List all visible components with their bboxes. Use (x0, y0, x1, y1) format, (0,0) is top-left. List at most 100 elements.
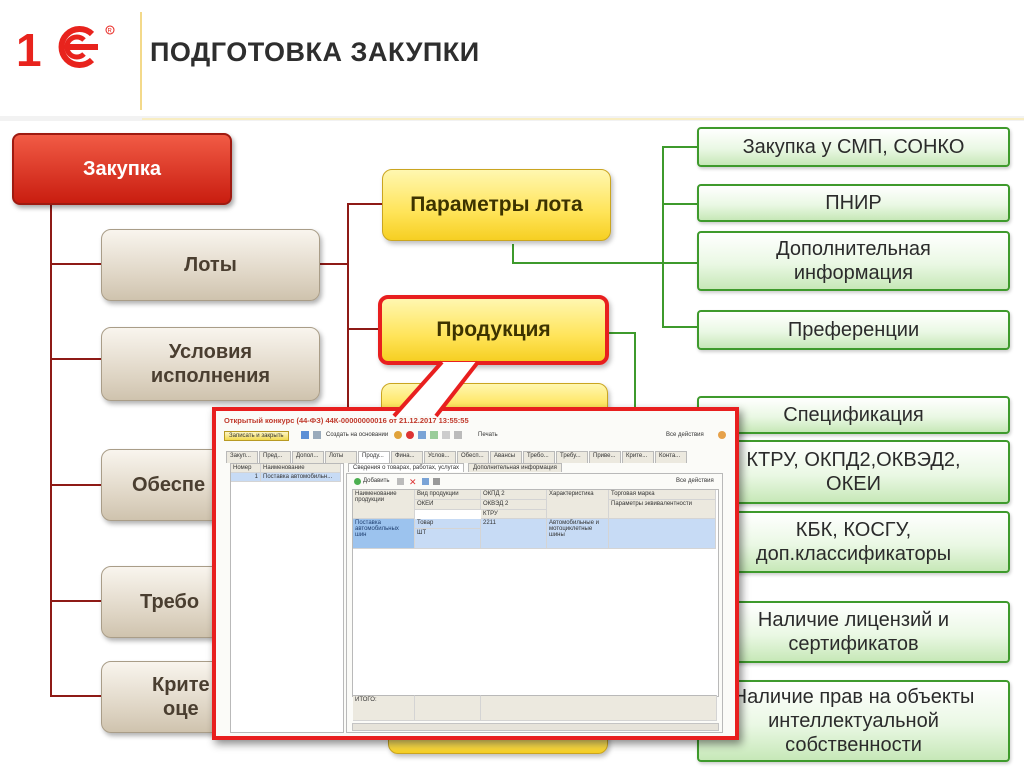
connector (662, 146, 698, 148)
save-close-button[interactable]: Записать и закрыть (224, 431, 289, 441)
connector (347, 203, 349, 413)
lots-table (230, 463, 344, 733)
lots-header-number: Номер (231, 464, 261, 473)
create-based-button[interactable]: Создать на основании (326, 432, 389, 438)
spec-header-okei: ОКЕИ (415, 500, 481, 510)
connector (512, 244, 514, 264)
tab[interactable]: Крите... (622, 451, 654, 463)
node-pnir: ПНИР (697, 184, 1010, 222)
tab[interactable]: Авансы (490, 451, 522, 463)
connector (634, 332, 636, 412)
lots-row-number[interactable]: 1 (231, 473, 261, 482)
spec-header-equiv: Параметры эквивалентности (609, 500, 716, 519)
connector (320, 263, 348, 265)
subtab-goods[interactable]: Сведения о товарах, работах, услугах (348, 463, 465, 472)
up-icon[interactable] (422, 478, 429, 485)
tree-trunk-line (50, 205, 52, 697)
structure-icon[interactable] (418, 431, 426, 439)
spec-header-okved: ОКВЭД 2 (481, 500, 547, 510)
header-divider (140, 12, 142, 110)
connector (50, 600, 102, 602)
node-lot-params: Параметры лота (382, 169, 611, 241)
tab[interactable]: Приве... (589, 451, 621, 463)
spec-row-char[interactable]: Автомобильные и мотоциклетные шины (547, 519, 609, 549)
connector (608, 332, 636, 334)
lots-header-name: Наименование (261, 464, 341, 473)
cancel-icon[interactable] (406, 431, 414, 439)
node-root: Закупка (12, 133, 232, 205)
connector (662, 203, 698, 205)
connector (50, 484, 102, 486)
connector (347, 203, 383, 205)
connector (662, 146, 664, 328)
node-products: Продукция (378, 295, 609, 365)
node-preferences: Преференции (697, 310, 1010, 350)
node-kbk: КБК, КОСГУ, доп.классификаторы (697, 511, 1010, 573)
connector (50, 263, 102, 265)
tab[interactable]: Лоты (325, 451, 357, 463)
connector (662, 326, 698, 328)
tab[interactable]: Требу... (556, 451, 588, 463)
spec-all-actions[interactable]: Все действия (676, 478, 714, 484)
connector (512, 262, 698, 264)
help-icon[interactable] (718, 431, 726, 439)
spec-header-okpd: ОКПД 2 (481, 490, 547, 500)
spec-header-name: Наименование продукции (353, 490, 415, 519)
spec-header-ktru: КТРУ (481, 510, 547, 519)
tab[interactable]: Пред... (259, 451, 291, 463)
node-conditions: Условия исполнения (101, 327, 320, 401)
total-cell (415, 695, 481, 721)
spec-header-char: Характеристика (547, 490, 609, 519)
tab[interactable]: Закуп... (226, 451, 258, 463)
page-title: ПОДГОТОВКА ЗАКУПКИ (150, 37, 480, 67)
copy-icon[interactable] (397, 478, 404, 485)
print-button[interactable]: Печать (478, 432, 498, 438)
post-icon[interactable] (394, 431, 402, 439)
spec-row-name[interactable]: Поставка автомобильных шин (353, 519, 415, 549)
tab[interactable]: Обесп... (457, 451, 489, 463)
tab[interactable]: Требо... (523, 451, 555, 463)
node-additional-info: Дополнительная информация (697, 231, 1010, 291)
tab-active[interactable]: Проду... (358, 451, 390, 463)
header-rule-accent (142, 118, 1024, 120)
connector (50, 695, 102, 697)
total-label: ИТОГО: (353, 695, 415, 721)
window-title: Открытый конкурс (44-ФЗ) 44К-00000000016… (224, 416, 469, 425)
refresh-icon[interactable] (313, 431, 321, 439)
document-tabs: Закуп... Пред... Допол... Лоты Проду... … (226, 451, 688, 463)
add-button[interactable]: Добавить (363, 478, 390, 484)
node-ktru: КТРУ, ОКПД2,ОКВЭД2, ОКЕИ (697, 440, 1010, 504)
report-icon[interactable] (430, 431, 438, 439)
all-actions-button[interactable]: Все действия (666, 432, 704, 438)
node-lots: Лоты (101, 229, 320, 301)
spec-row-kind[interactable]: Товар (415, 519, 481, 529)
node-licenses: Наличие лицензий и сертификатов (697, 601, 1010, 663)
delete-icon[interactable]: ✕ (409, 477, 417, 487)
spec-row-unit[interactable]: ШТ (415, 529, 481, 549)
lots-row-name[interactable]: Поставка автомобильн... (261, 473, 341, 482)
add-icon[interactable] (354, 478, 361, 485)
tab[interactable]: Услов... (424, 451, 456, 463)
logo-one: 1 (16, 24, 42, 72)
connector (347, 328, 379, 330)
files-icon[interactable] (442, 431, 450, 439)
spec-header-brand: Торговая марка (609, 490, 716, 500)
svg-text:R: R (108, 29, 113, 35)
tab[interactable]: Фина... (391, 451, 423, 463)
callout-pointer (392, 360, 480, 418)
spec-row-code[interactable]: 2211 (481, 519, 547, 549)
tab[interactable]: Допол... (292, 451, 324, 463)
1c-logo: 1 R (16, 24, 115, 72)
node-specification: Спецификация (697, 396, 1010, 434)
tab[interactable]: Конта... (655, 451, 687, 463)
paperclip-icon[interactable] (433, 478, 440, 485)
attach-icon[interactable] (454, 431, 462, 439)
spec-row-brand[interactable] (609, 519, 716, 549)
connector (50, 358, 102, 360)
spec-header-kind: Вид продукции (415, 490, 481, 500)
subtab-additional[interactable]: Дополнительная информация (468, 463, 562, 472)
horizontal-scrollbar[interactable] (352, 723, 719, 731)
save-icon[interactable] (301, 431, 309, 439)
total-cell (481, 695, 717, 721)
node-smp-sonko: Закупка у СМП, СОНКО (697, 127, 1010, 167)
